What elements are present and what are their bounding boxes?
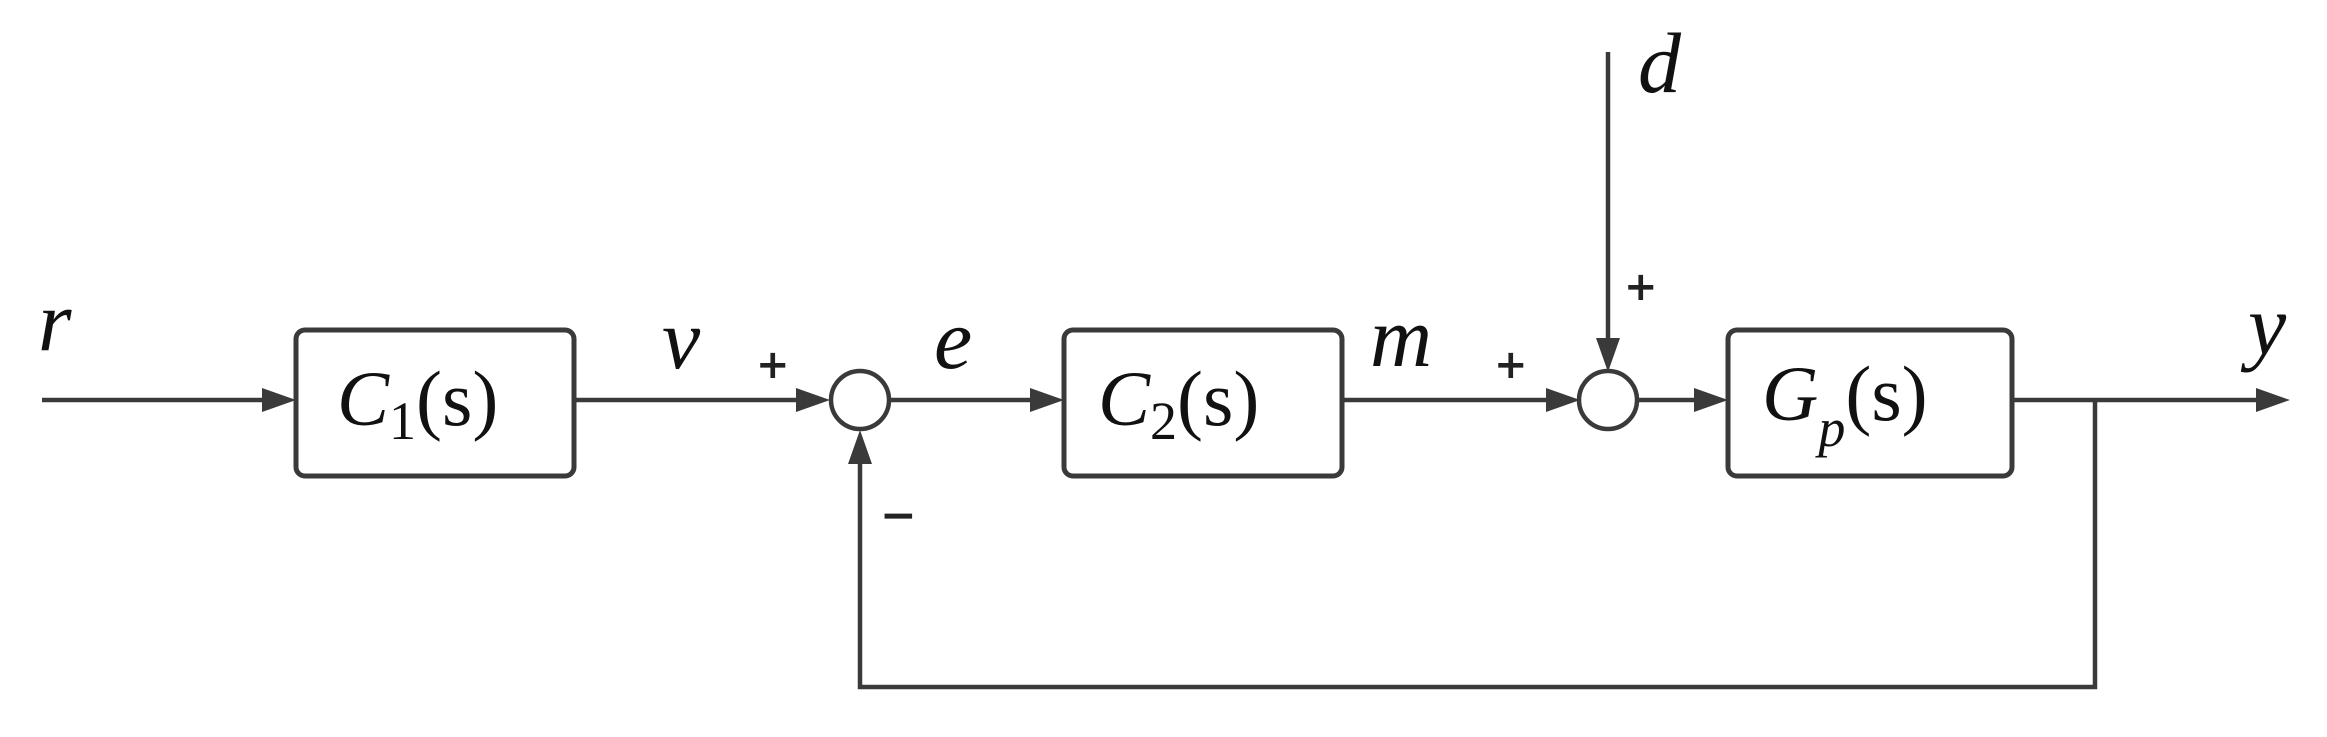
summing-junction-1 <box>828 368 892 432</box>
block-gp-letter: G <box>1762 350 1818 437</box>
signal-label-d: d <box>1638 15 1682 111</box>
block-gp-arg: (s) <box>1845 350 1927 437</box>
arrow-c1-to-sum1 <box>796 388 830 412</box>
block-c1-letter: C <box>337 355 390 442</box>
arrow-sum2-to-gp <box>1694 388 1728 412</box>
block-gp: Gp(s) <box>1725 327 2015 479</box>
arrow-sum1-to-c2 <box>1030 388 1064 412</box>
summing-junction-2 <box>1576 368 1640 432</box>
arrow-r-to-c1 <box>262 388 296 412</box>
signal-label-y: y <box>2240 277 2287 373</box>
arrow-c2-to-sum2 <box>1546 388 1580 412</box>
sum2-plus-sign-top: + <box>1624 264 1658 310</box>
block-c1-box <box>293 327 577 479</box>
signal-label-e: e <box>934 291 972 387</box>
signal-label-m: m <box>1370 289 1432 385</box>
arrow-feedback-to-sum1 <box>848 430 872 464</box>
block-c2: C2(s) <box>1061 327 1345 479</box>
block-c2-box <box>1061 327 1345 479</box>
svg-text:C2(s): C2(s) <box>1098 355 1259 451</box>
block-c1: C1(s) <box>293 327 577 479</box>
signal-label-r: r <box>38 273 72 369</box>
block-c2-subscript: 2 <box>1150 391 1177 451</box>
arrow-d-to-sum2 <box>1596 338 1620 372</box>
svg-text:C1(s): C1(s) <box>337 355 498 451</box>
block-c1-subscript: 1 <box>389 391 416 451</box>
block-c2-arg: (s) <box>1177 355 1259 442</box>
block-gp-box <box>1725 327 2015 479</box>
signal-label-v: v <box>662 291 701 387</box>
block-c2-letter: C <box>1098 355 1151 442</box>
sum1-minus-sign: − <box>880 490 917 541</box>
sum1-plus-sign: + <box>756 342 790 388</box>
block-c1-arg: (s) <box>416 355 498 442</box>
wire-feedback <box>857 400 2098 690</box>
svg-text:Gp(s): Gp(s) <box>1762 350 1928 458</box>
block-gp-subscript: p <box>1814 398 1845 458</box>
sum2-plus-sign-left: + <box>1494 342 1528 388</box>
arrow-gp-to-y <box>2256 388 2290 412</box>
